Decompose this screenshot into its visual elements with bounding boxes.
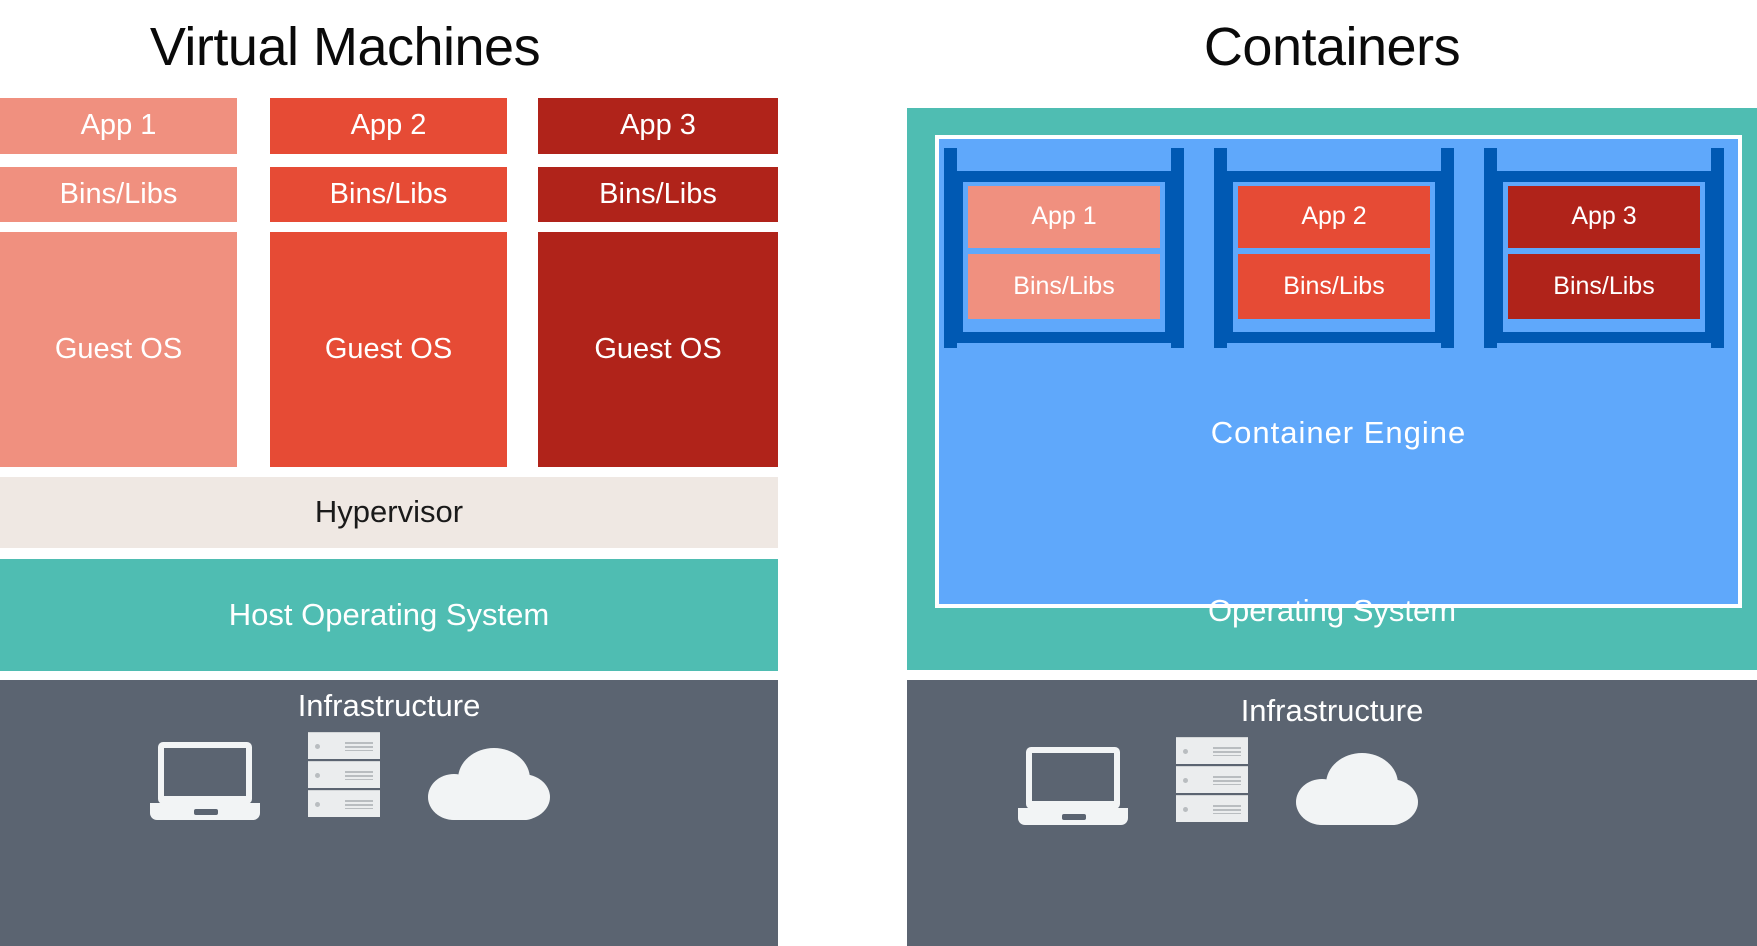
shelf-side-left bbox=[1222, 171, 1233, 343]
container-app-2: App 2 bbox=[1238, 186, 1430, 248]
server-rack-icon bbox=[1176, 737, 1248, 825]
vm-guest-os-1: Guest OS bbox=[0, 232, 237, 467]
infrastructure-label-right: Infrastructure bbox=[1240, 693, 1424, 728]
cloud-icon bbox=[428, 748, 550, 820]
container-app-1: App 1 bbox=[968, 186, 1160, 248]
shelf-rail-bottom bbox=[952, 332, 1176, 343]
shelf-side-left bbox=[1492, 171, 1503, 343]
shelf-rail-top bbox=[1492, 171, 1716, 182]
vm-app-1: App 1 bbox=[0, 98, 237, 154]
vm-bins-libs-2: Bins/Libs bbox=[270, 167, 507, 222]
cloud-base bbox=[1308, 797, 1408, 825]
shelf-rail-top bbox=[1222, 171, 1446, 182]
shelf-side-right bbox=[1165, 171, 1176, 343]
laptop-icon bbox=[1018, 747, 1128, 825]
container-shelf-1: App 1 Bins/Libs bbox=[944, 148, 1184, 348]
container-shelf-2: App 2 Bins/Libs bbox=[1214, 148, 1454, 348]
infrastructure-icons-right bbox=[1018, 737, 1418, 825]
server-unit bbox=[1176, 737, 1248, 764]
vm-guest-os-2: Guest OS bbox=[270, 232, 507, 467]
page-title-containers: Containers bbox=[1203, 17, 1461, 77]
container-bins-libs-1: Bins/Libs bbox=[968, 254, 1160, 319]
laptop-trackpad bbox=[194, 809, 218, 815]
shelf-side-right bbox=[1435, 171, 1446, 343]
laptop-icon bbox=[150, 742, 260, 820]
cloud-icon bbox=[1296, 753, 1418, 825]
server-unit bbox=[308, 761, 380, 788]
infrastructure-layer-left bbox=[0, 680, 778, 946]
laptop-trackpad bbox=[1062, 814, 1086, 820]
container-app-3: App 3 bbox=[1508, 186, 1700, 248]
vm-bins-libs-3: Bins/Libs bbox=[538, 167, 778, 222]
container-engine-label: Container Engine bbox=[1210, 415, 1467, 450]
shelf-rail-bottom bbox=[1492, 332, 1716, 343]
host-operating-system-layer: Host Operating System bbox=[0, 559, 778, 671]
shelf-side-left bbox=[952, 171, 963, 343]
vm-guest-os-3: Guest OS bbox=[538, 232, 778, 467]
shelf-rail-top bbox=[952, 171, 1176, 182]
hypervisor-layer: Hypervisor bbox=[0, 477, 778, 548]
container-bins-libs-2: Bins/Libs bbox=[1238, 254, 1430, 319]
server-unit bbox=[308, 732, 380, 759]
container-bins-libs-3: Bins/Libs bbox=[1508, 254, 1700, 319]
container-operating-system-label: Operating System bbox=[1207, 593, 1457, 628]
vm-app-2: App 2 bbox=[270, 98, 507, 154]
cloud-base bbox=[440, 792, 540, 820]
shelf-rail-bottom bbox=[1222, 332, 1446, 343]
shelf-side-right bbox=[1705, 171, 1716, 343]
vm-bins-libs-1: Bins/Libs bbox=[0, 167, 237, 222]
vm-app-3: App 3 bbox=[538, 98, 778, 154]
laptop-screen bbox=[1032, 753, 1114, 801]
server-rack-icon bbox=[308, 732, 380, 820]
server-unit bbox=[1176, 766, 1248, 793]
laptop-screen bbox=[164, 748, 246, 796]
infrastructure-icons-left bbox=[150, 732, 550, 820]
infrastructure-label-left: Infrastructure bbox=[297, 688, 481, 723]
server-unit bbox=[308, 790, 380, 817]
page-title-virtual-machines: Virtual Machines bbox=[149, 17, 541, 77]
server-unit bbox=[1176, 795, 1248, 822]
container-shelf-3: App 3 Bins/Libs bbox=[1484, 148, 1724, 348]
